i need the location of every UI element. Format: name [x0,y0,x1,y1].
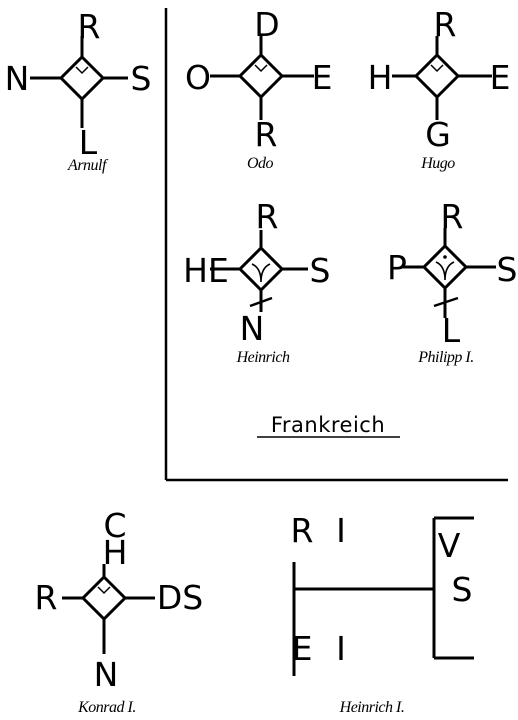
letter-left: R [35,578,58,617]
caption-philipp-i: Philipp I. [417,349,473,366]
monogram-odo: D O E R Odo [185,5,332,172]
letter-right: S [497,250,518,289]
monogram-philipp-i: R P S L Philipp I. [387,197,517,366]
letter-top: R [256,197,279,236]
letter-right: S [310,251,331,290]
letter-bottom: G [425,115,451,154]
monogram-konrad-i: C H R DS N Konrad I. [35,506,204,716]
monogram-hugo: R H E G Hugo [368,5,511,172]
letter-right: DS [157,578,203,617]
letter-left: N [5,59,30,98]
letter-left: P [387,248,407,287]
monogram-heinrich-i: R I E I V S Heinrich I. [291,511,474,716]
monogram-heinrich: R HE S N Heinrich [183,197,330,366]
letter-r: R [291,511,314,550]
monogram-arnulf: R N S L Arnulf [5,7,152,174]
letter-bottom: N [94,655,119,694]
letter-right: S [131,59,152,98]
letter-e: E [292,629,313,668]
heading-frankreich: Frankreich [271,413,385,437]
caption-konrad-i: Konrad I. [77,699,136,716]
caption-odo: Odo [247,155,274,172]
caption-arnulf: Arnulf [67,157,109,174]
letter-right: E [490,58,511,97]
letter-v: V [438,526,461,565]
letter-left: O [185,58,211,97]
letter-top: R [441,197,464,236]
letter-bottom: L [79,123,98,162]
letter-top: R [78,7,101,46]
letter-i-upper: I [336,511,346,550]
letter-bottom: N [240,309,265,348]
letter-i-lower: I [336,629,346,668]
letter-top-c: C [103,506,126,545]
letter-bottom: R [255,115,278,154]
letter-left: H [368,58,393,97]
letter-bottom: L [442,311,461,350]
caption-heinrich: Heinrich [236,349,290,366]
caption-heinrich-i: Heinrich I. [339,699,405,716]
letter-s: S [452,570,473,609]
letter-top: R [434,5,457,44]
caption-hugo: Hugo [420,155,455,172]
letter-right: E [312,58,333,97]
letter-top-h: H [103,533,128,572]
letter-left: HE [183,251,229,290]
letter-top: D [254,5,279,44]
